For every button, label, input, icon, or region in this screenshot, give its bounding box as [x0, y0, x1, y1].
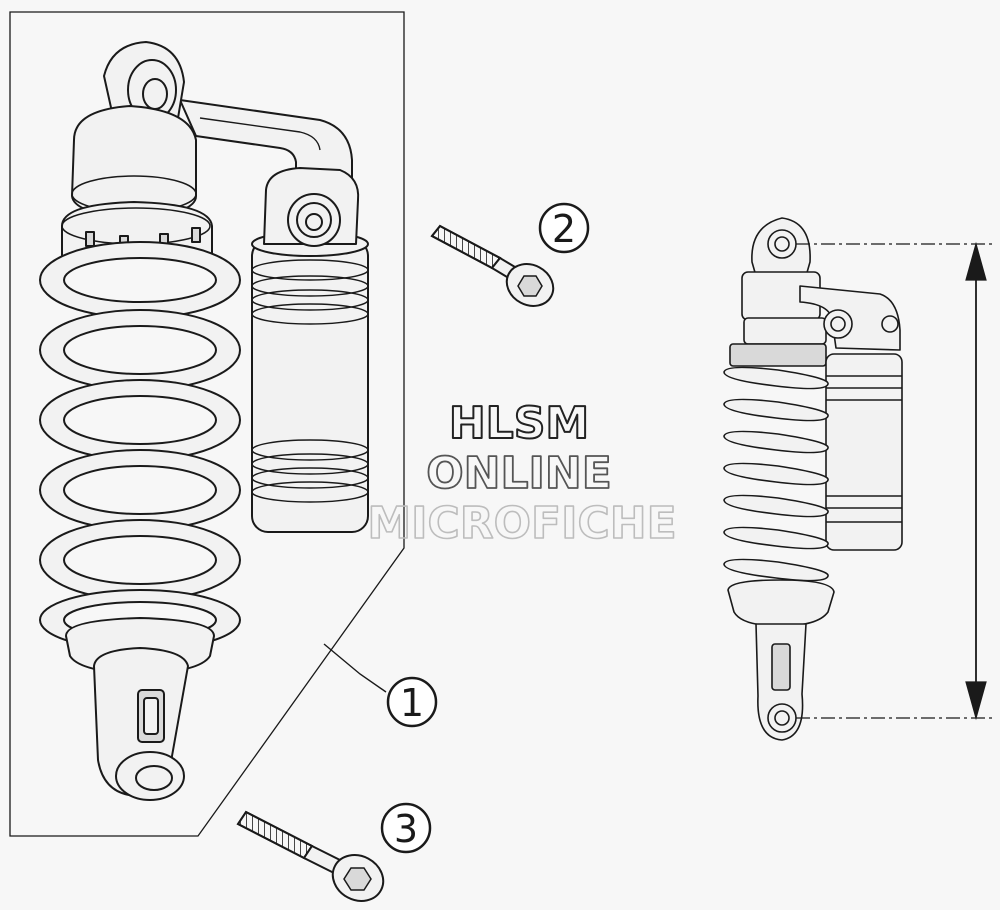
- assembly-outline: [9, 11, 405, 837]
- callout-2[interactable]: 2: [538, 202, 590, 254]
- callout-circle-3: [380, 802, 432, 854]
- dimension-arrow-bottom: [965, 681, 987, 721]
- callout-circle-2: [538, 202, 590, 254]
- callout-circle-1: [386, 676, 438, 728]
- reservoir-canister: [251, 231, 369, 533]
- dimension-arrow-top: [965, 241, 987, 281]
- upper-mounting-screw[interactable]: [430, 224, 561, 314]
- leader-line-1: [323, 643, 387, 693]
- watermark: HLSM ONLINE MICROFICHE: [367, 397, 678, 550]
- top-mount-eye: [103, 41, 185, 121]
- lower-mounting-screw[interactable]: [236, 810, 391, 910]
- shock-absorber-main[interactable]: [39, 41, 369, 801]
- callout-1[interactable]: 1: [323, 643, 438, 728]
- watermark-line-2: ONLINE: [426, 448, 612, 499]
- watermark-line-3: MICROFICHE: [367, 498, 676, 549]
- callout-number-3: 3: [394, 807, 418, 851]
- lower-clevis: [93, 647, 189, 801]
- callout-3[interactable]: 3: [380, 802, 432, 854]
- shock-side-view: [723, 217, 903, 741]
- callout-number-1: 1: [400, 681, 424, 725]
- compression-adjuster: [263, 167, 360, 247]
- watermark-line-1: HLSM: [449, 398, 589, 449]
- side-coil-spring: [723, 366, 829, 582]
- callout-number-2: 2: [552, 207, 576, 251]
- dimension-indicator: [796, 241, 996, 721]
- coil-spring: [39, 241, 241, 651]
